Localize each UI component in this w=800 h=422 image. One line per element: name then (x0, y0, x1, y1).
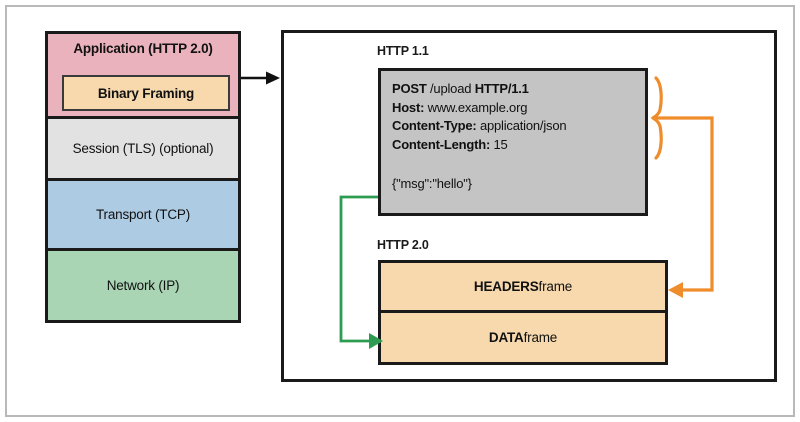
http20-data-frame: DATA frame (381, 313, 665, 362)
http11-header-content-length-name: Content-Length: (392, 136, 491, 152)
http20-data-frame-name: DATA (488, 330, 524, 345)
http11-header-host-name: Host: (392, 99, 425, 115)
http11-header-host: Host: www.example.org (392, 99, 645, 118)
http11-version: HTTP/1.1 (474, 81, 529, 96)
stack-layer-network: Network (IP) (48, 251, 238, 320)
http11-header-content-type-value: application/json (476, 118, 567, 133)
stack-layer-transport-label: Transport (TCP) (95, 207, 190, 222)
http11-method: POST (392, 81, 427, 96)
http20-headers-frame-suffix: frame (538, 279, 573, 294)
http20-caption: HTTP 2.0 (377, 238, 429, 252)
protocol-stack: Application (HTTP 2.0) Binary Framing Se… (45, 31, 241, 323)
http11-header-content-length-value: 15 (490, 136, 508, 152)
binary-framing-box: Binary Framing (62, 75, 230, 111)
http11-header-content-length: Content-Length: 15 (392, 136, 645, 155)
http11-message-body: {"msg":"hello"} (392, 176, 472, 191)
http11-header-content-type: Content-Type: application/json (392, 117, 645, 136)
stack-layer-session-label: Session (TLS) (optional) (72, 141, 214, 156)
http20-headers-frame-name: HEADERS (473, 279, 539, 294)
http11-caption: HTTP 1.1 (377, 44, 429, 58)
http11-header-host-value: www.example.org (424, 99, 528, 115)
stack-layer-application-label: Application (HTTP 2.0) (73, 41, 213, 56)
http20-headers-frame: HEADERS frame (381, 263, 665, 313)
http11-message-box: POST /upload HTTP/1.1 Host: www.example.… (378, 68, 648, 216)
http20-data-frame-suffix: frame (523, 330, 558, 345)
stack-layer-transport: Transport (TCP) (48, 181, 238, 251)
binary-framing-label: Binary Framing (97, 85, 195, 101)
http20-frames-box: HEADERS frame DATA frame (378, 260, 668, 365)
stack-layer-session: Session (TLS) (optional) (48, 119, 238, 181)
http11-path: /upload (426, 81, 475, 96)
stack-layer-network-label: Network (IP) (106, 278, 180, 293)
http11-header-content-type-name: Content-Type: (392, 118, 477, 133)
http11-request-line: POST /upload HTTP/1.1 (392, 80, 645, 99)
